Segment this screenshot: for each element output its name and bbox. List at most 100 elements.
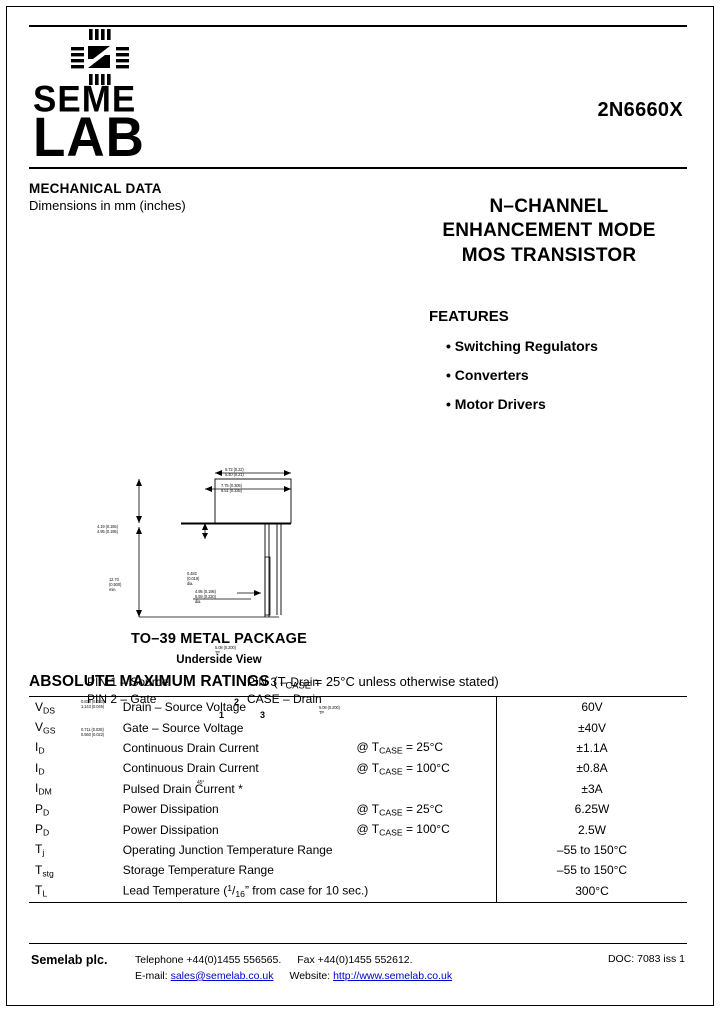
mechanical-data-subtitle: Dimensions in mm (inches) — [29, 198, 186, 213]
package-title: TO–39 METAL PACKAGE — [131, 631, 307, 647]
telephone-text: Telephone +44(0)1455 556565. — [135, 954, 282, 966]
fax-text: Fax +44(0)1455 552612. — [297, 954, 413, 966]
row-condition — [356, 779, 496, 799]
row-description: Gate – Source Voltage — [122, 720, 244, 735]
row-value: ±1.1A — [496, 737, 687, 759]
email-label: E-mail: — [135, 969, 168, 982]
row-description: Power Dissipation — [122, 802, 219, 817]
header-top-rule — [29, 25, 687, 27]
product-description-column: N–CHANNEL ENHANCEMENT MODE MOS TRANSISTO… — [411, 181, 687, 412]
row-description: Lead Temperature (1/16” from case for 10… — [122, 880, 497, 903]
row-description: Drain – Source Voltage — [122, 696, 357, 718]
contact-line-phone: Telephone +44(0)1455 556565. Fax +44(0)14… — [135, 953, 452, 969]
row-description: Operating Junction Temperature Range — [122, 843, 333, 858]
table-row: TL Lead Temperature (1/16” from case for… — [29, 880, 687, 903]
product-heading-line-2: ENHANCEMENT MODE — [442, 220, 656, 242]
package-drawing: 5.72 (0.22) 5.40 (0.21) 7.75 (0.305) 8.5… — [29, 227, 409, 786]
bullet-icon: • — [446, 366, 455, 383]
ratings-heading: ABSOLUTE MAXIMUM RATINGS (TCASE = 25°C u… — [29, 673, 687, 691]
row-condition: @ TCASE = 100°C — [356, 821, 450, 838]
row-description: Storage Temperature Range — [122, 863, 274, 878]
row-condition: @ TCASE = 100°C — [356, 760, 450, 777]
row-value: ±3A — [496, 778, 687, 800]
table-row: ID Continuous Drain Current @ TCASE = 10… — [29, 758, 687, 779]
document-number: DOC: 7083 iss 1 — [607, 953, 685, 965]
table-row: VGS Gate – Source Voltage ±40V — [29, 717, 687, 738]
website-link[interactable]: http://www.semelab.co.uk — [333, 969, 453, 982]
package-view-label: Underside View — [176, 654, 262, 666]
feature-label: Converters — [454, 366, 529, 383]
dimension-callout-pin-circle: 5.08 (0.200) TP — [215, 645, 236, 655]
website-label: Website: — [289, 969, 331, 982]
table-row: VDS Drain – Source Voltage 60V — [29, 696, 687, 718]
row-description: Power Dissipation — [122, 822, 219, 837]
row-value: 2.5W — [496, 819, 687, 840]
table-row: Tstg Storage Temperature Range –55 to 15… — [29, 860, 687, 881]
row-symbol: PD — [35, 821, 50, 838]
dimension-callout-seating-diameter: 4.95 (0.195) 5.59 (0.220) dia. — [195, 589, 216, 604]
bullet-icon: • — [446, 395, 455, 412]
ratings-condition: (TCASE = 25°C unless otherwise stated) — [273, 674, 499, 691]
table-row: PD Power Dissipation @ TCASE = 25°C 6.25… — [29, 799, 687, 820]
product-heading-line-1: N–CHANNEL — [489, 196, 609, 217]
row-value: –55 to 150°C — [496, 860, 687, 881]
features-title: FEATURES — [429, 307, 509, 325]
dimension-callout-tab-b: 0.711 (0.028) 0.560 (0.022) — [81, 727, 105, 737]
semelab-logo: SEME LAB — [31, 29, 331, 169]
feature-item: • Converters — [446, 367, 687, 383]
row-symbol: Tstg — [35, 862, 54, 879]
dimension-callout-lead-length: 12.70 (0.500) min. — [109, 577, 122, 592]
row-symbol: TL — [29, 880, 123, 903]
logo-text-seme: SEME — [33, 78, 137, 120]
row-condition — [356, 696, 497, 718]
row-symbol: VGS — [35, 719, 56, 736]
row-description: Continuous Drain Current — [122, 761, 259, 776]
pin-1-label: PIN 1 – Source — [87, 675, 169, 689]
table-row: ID Continuous Drain Current @ TCASE = 25… — [29, 737, 687, 759]
mechanical-data-title: MECHANICAL DATA — [29, 181, 162, 196]
mechanical-data-column: MECHANICAL DATA Dimensions in mm (inches… — [29, 181, 409, 786]
row-symbol: Tj — [35, 842, 45, 858]
dimension-callout-can-diameter: 5.72 (0.22) 5.40 (0.21) — [225, 467, 244, 477]
row-condition: @ TCASE = 25°C — [356, 740, 444, 756]
datasheet-page: SEME LAB 2N6660X MECHANICAL DATA Dimensi… — [6, 6, 714, 1006]
row-value: ±40V — [496, 717, 687, 738]
table-row: Tj Operating Junction Temperature Range … — [29, 839, 687, 861]
row-description: Continuous Drain Current — [122, 741, 259, 756]
feature-label: Motor Drivers — [454, 395, 546, 412]
page-header: SEME LAB 2N6660X — [29, 27, 687, 167]
header-bottom-rule — [29, 167, 687, 169]
product-heading: N–CHANNEL ENHANCEMENT MODE MOS TRANSISTO… — [411, 195, 687, 268]
dimension-callout-can-height: 4.19 (0.165) 4.95 (0.195) — [97, 524, 118, 534]
row-symbol: ID — [35, 740, 45, 756]
company-name: Semelab plc. — [31, 953, 108, 967]
row-value: 6.25W — [496, 799, 687, 820]
table-row: PD Power Dissipation @ TCASE = 100°C 2.5… — [29, 819, 687, 840]
row-symbol: ID — [35, 760, 45, 777]
row-condition — [356, 717, 496, 737]
absolute-maximum-ratings-section: ABSOLUTE MAXIMUM RATINGS (TCASE = 25°C u… — [29, 673, 687, 903]
row-symbol: IDM — [35, 781, 52, 797]
page-footer: Semelab plc. Telephone +44(0)1455 556565… — [29, 943, 687, 985]
table-row: IDM Pulsed Drain Current * ±3A — [29, 778, 687, 800]
contact-line-web: E-mail: sales@semelab.co.uk Website: http… — [135, 969, 452, 985]
footer-rule — [29, 943, 687, 944]
row-value: ±0.8A — [496, 758, 687, 779]
row-condition: @ TCASE = 25°C — [356, 801, 444, 817]
pin-3-label: PIN 3 – Drain — [247, 675, 320, 689]
email-link[interactable]: sales@semelab.co.uk — [170, 969, 274, 982]
ratings-table: VDS Drain – Source Voltage 60V VGS Gate … — [29, 696, 687, 903]
row-value: 60V — [496, 696, 687, 718]
feature-item: • Motor Drivers — [446, 396, 687, 412]
dimension-callout-can-width: 7.75 (0.305) 8.51 (0.335) — [221, 483, 242, 493]
product-heading-line-3: MOS TRANSISTOR — [461, 244, 637, 266]
row-value: –55 to 150°C — [496, 839, 687, 861]
semelab-logo-mark-icon — [71, 29, 129, 85]
bullet-icon: • — [446, 337, 455, 354]
logo-text-lab: LAB — [33, 106, 145, 169]
dimension-callout-lead-diameter: 0.482 (0.019) dia. — [187, 571, 200, 586]
ratings-title: ABSOLUTE MAXIMUM RATINGS — [29, 673, 270, 690]
feature-item: • Switching Regulators — [446, 338, 687, 354]
part-number: 2N6660X — [597, 99, 683, 121]
dimension-callout-angle: 45° — [197, 780, 205, 786]
